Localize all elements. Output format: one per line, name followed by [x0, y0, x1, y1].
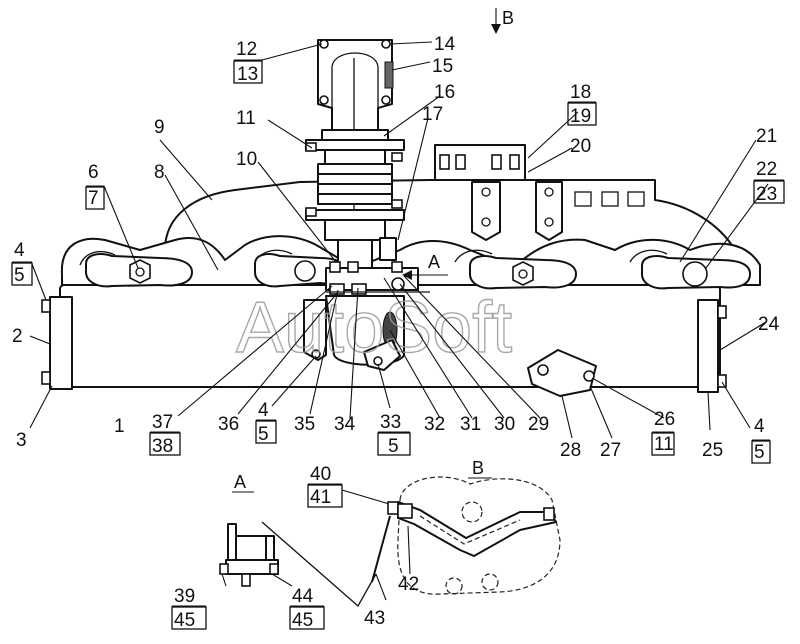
view-a-detail: A	[219, 472, 279, 587]
callout-3: 3	[16, 430, 27, 451]
callout-2: 2	[12, 326, 23, 347]
callout-19: 19	[570, 106, 591, 127]
callout-5b: 5	[388, 436, 399, 457]
callout-4a: 4	[14, 240, 25, 261]
callout-37: 37	[152, 412, 173, 433]
callout-40: 40	[310, 464, 331, 485]
callout-10: 10	[236, 149, 257, 170]
callout-39: 39	[174, 586, 195, 607]
callout-4b: 4	[258, 400, 269, 421]
callout-13: 13	[237, 64, 258, 85]
callout-20: 20	[570, 136, 591, 157]
callout-14: 14	[434, 34, 456, 55]
callout-1: 1	[114, 416, 125, 437]
clamp-dogs	[85, 253, 751, 290]
callout-43: 43	[364, 608, 385, 629]
callout-25: 25	[702, 440, 723, 461]
callout-18: 18	[570, 82, 591, 103]
callout-5a: 5	[14, 265, 25, 286]
callout-28: 28	[560, 440, 581, 461]
callout-41: 41	[310, 487, 331, 508]
callout-7: 7	[88, 188, 99, 209]
callout-34: 34	[334, 414, 356, 435]
callout-27: 27	[600, 440, 621, 461]
callout-5c: 5	[258, 424, 269, 445]
callout-numbers: 12 13 14 15 16 17 11 18 19 20 9 10 8 6 7…	[12, 34, 780, 631]
callout-45a: 45	[174, 610, 195, 631]
callout-21: 21	[756, 126, 777, 147]
callout-33: 33	[380, 412, 401, 433]
callout-30: 30	[494, 414, 515, 435]
callout-8: 8	[154, 162, 165, 183]
view-arrow-b: B	[491, 8, 514, 34]
callout-boxes	[11, 59, 785, 630]
leader-lines	[29, 41, 769, 608]
callout-5d: 5	[754, 442, 765, 463]
callout-32: 32	[424, 414, 445, 435]
callout-6: 6	[88, 162, 99, 183]
outlet-pipe-assembly	[303, 39, 430, 371]
callout-23: 23	[756, 184, 777, 205]
callout-24: 24	[758, 314, 780, 335]
callout-45b: 45	[292, 610, 313, 631]
callout-17: 17	[422, 104, 443, 125]
callout-15: 15	[432, 56, 453, 77]
callout-11b: 11	[654, 434, 674, 455]
callout-44: 44	[292, 586, 314, 607]
callout-26: 26	[654, 409, 675, 430]
view-arrow-a-label: A	[428, 252, 440, 272]
callout-16: 16	[434, 82, 455, 103]
callout-29: 29	[528, 414, 549, 435]
callout-31: 31	[460, 414, 481, 435]
view-b-detail: B	[371, 458, 561, 595]
callout-4c: 4	[754, 416, 765, 437]
callout-38: 38	[152, 436, 173, 457]
callout-36: 36	[218, 414, 239, 435]
manifold-runners	[60, 235, 761, 286]
callout-11: 11	[236, 108, 256, 129]
callout-35: 35	[294, 414, 315, 435]
view-arrow-a: A	[402, 252, 448, 280]
callout-9: 9	[154, 117, 165, 138]
view-a-title: A	[234, 472, 246, 492]
side-cover	[527, 349, 597, 397]
view-b-title: B	[472, 458, 484, 478]
callout-42: 42	[398, 574, 419, 595]
top-plate-bolts	[439, 154, 520, 170]
callout-22: 22	[756, 159, 777, 180]
view-arrow-b-label: B	[502, 8, 514, 28]
callout-12: 12	[236, 39, 257, 60]
watermark: AutoSoft	[236, 288, 512, 368]
